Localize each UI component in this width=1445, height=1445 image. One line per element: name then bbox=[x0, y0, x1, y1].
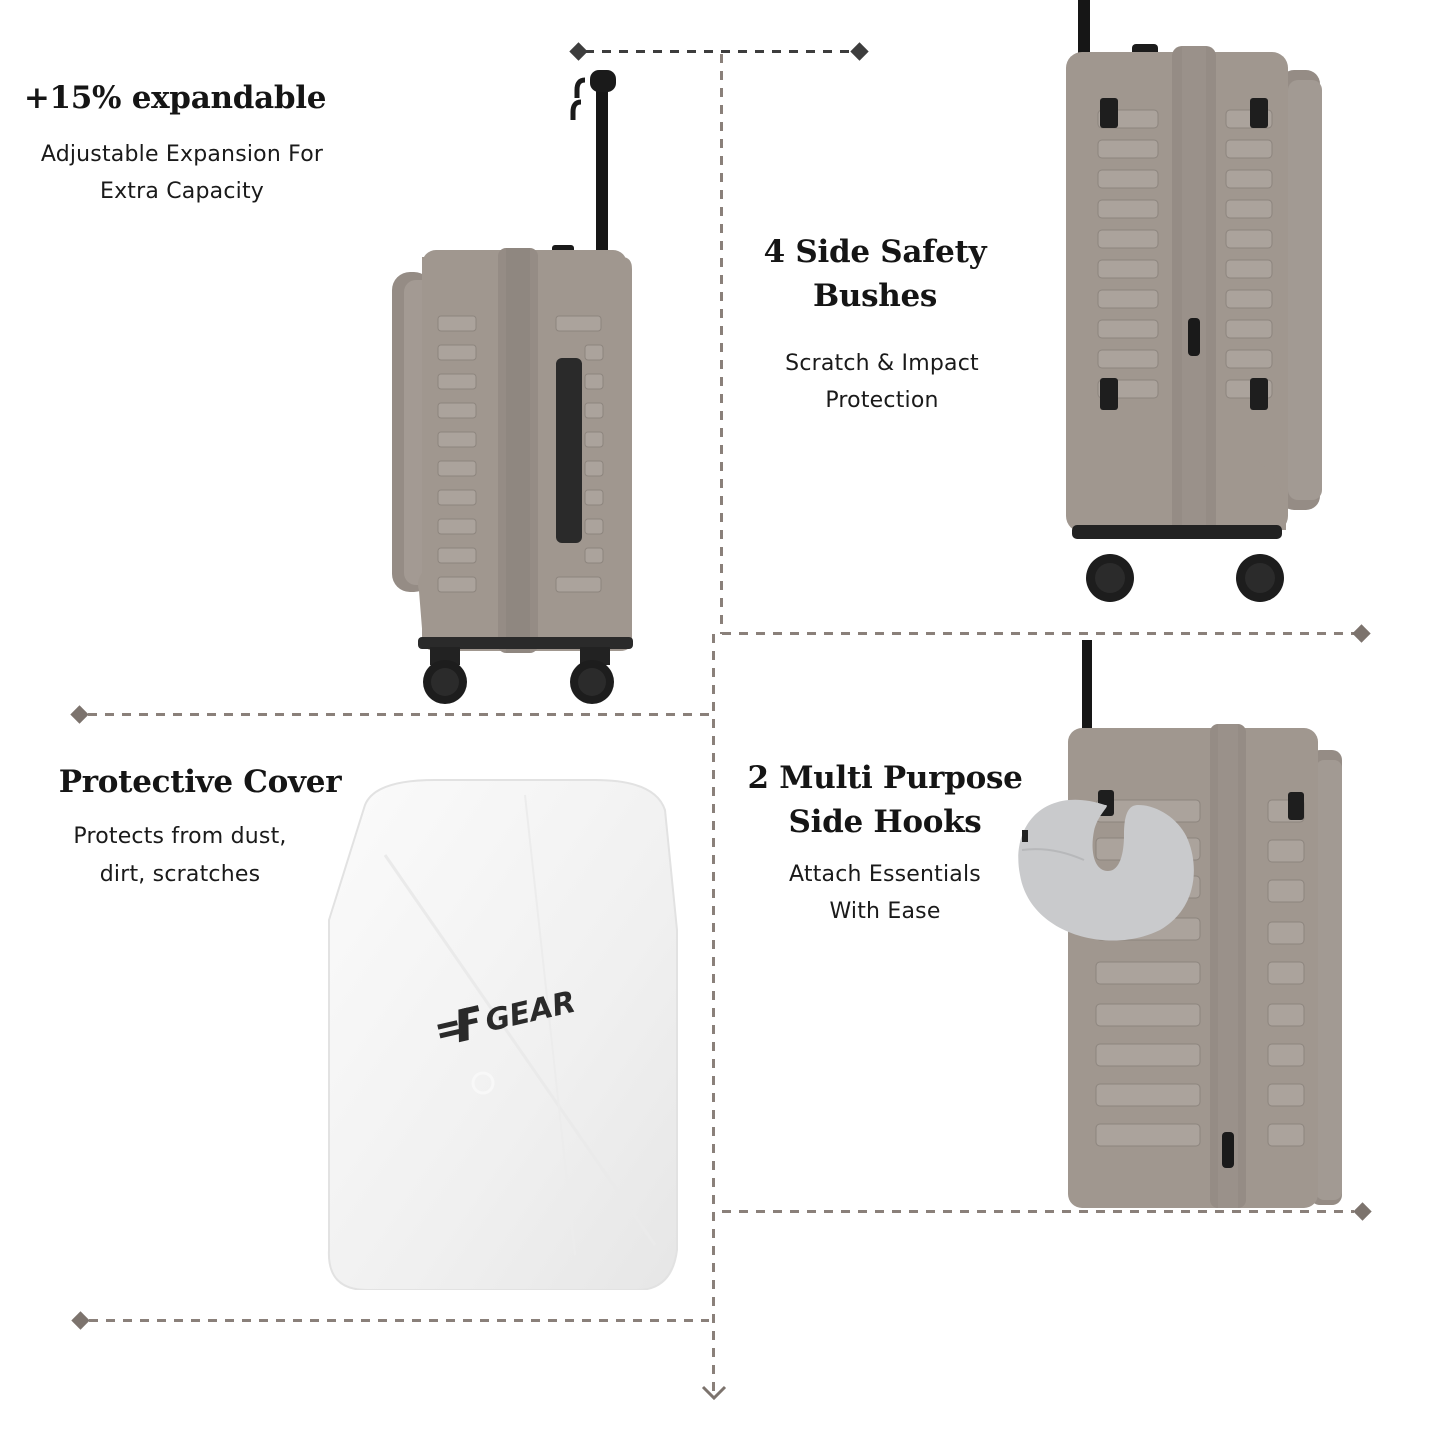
diamond-marker-icon bbox=[70, 705, 89, 724]
feature-subtitle-line: Extra Capacity bbox=[99, 179, 264, 204]
diamond-marker-icon bbox=[71, 1311, 90, 1330]
dashed-line bbox=[585, 50, 857, 53]
diamond-marker-icon bbox=[850, 42, 869, 61]
dashed-line bbox=[722, 632, 1354, 635]
feature-subtitle-line: Protects from dust, bbox=[73, 824, 287, 849]
feature-title-line: Bushes bbox=[812, 278, 938, 314]
feature-subtitle-line: Adjustable Expansion For bbox=[40, 142, 324, 167]
feature-subtitle-line: Attach Essentials bbox=[789, 862, 981, 887]
neck-pillow bbox=[1018, 799, 1194, 941]
dashed-line bbox=[88, 713, 712, 716]
feature-subtitle-line: Protection bbox=[825, 388, 939, 413]
suitcase-hooks-image bbox=[1010, 640, 1360, 1210]
arrow-down-icon bbox=[700, 1382, 728, 1404]
feature-subtitle-line: Scratch & Impact bbox=[785, 351, 979, 376]
feature-subtitle-line: dirt, scratches bbox=[99, 862, 261, 887]
suitcase-expanded-image bbox=[380, 62, 660, 712]
feature-title: +15% expandable bbox=[23, 80, 327, 116]
dashed-line bbox=[89, 1319, 709, 1322]
feature-title: Protective Cover bbox=[58, 764, 342, 800]
feature-title-line: 2 Multi Purpose bbox=[747, 760, 1023, 796]
divider-vertical-upper bbox=[720, 54, 723, 634]
dashed-line bbox=[722, 1210, 1354, 1213]
suitcase-bushes-image bbox=[1060, 0, 1340, 620]
feature-title-line: Side Hooks bbox=[788, 804, 982, 840]
divider-vertical-lower bbox=[712, 634, 715, 1394]
feature-subtitle-line: With Ease bbox=[829, 899, 941, 924]
protective-cover-image: GEAR bbox=[325, 775, 705, 1290]
feature-title-line: 4 Side Safety bbox=[763, 234, 987, 270]
